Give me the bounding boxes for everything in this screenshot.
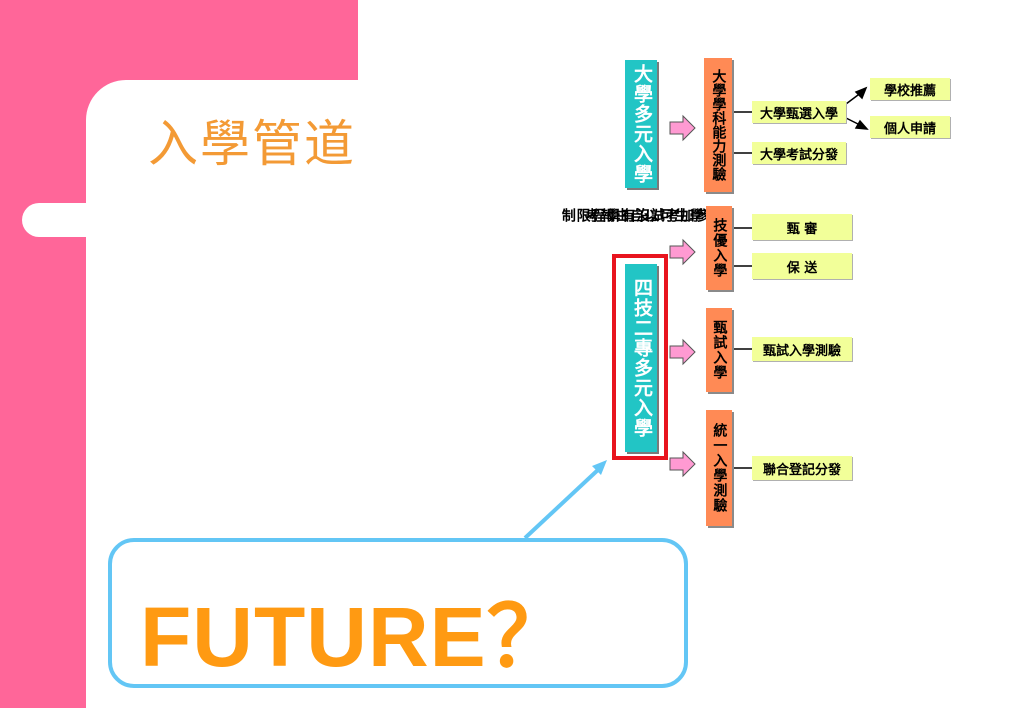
slide-title: 入學管道 [148,115,356,173]
personal-application-box: 個人申請 [870,116,950,138]
exam-entry-test-box: 甄試入學測驗 [752,337,852,361]
eligibility-note-line2: 參加考試沒有學程限制 [559,208,710,222]
exam-entry-label: 甄試入學 [711,320,728,380]
guaranteed-box: 保 送 [752,253,852,279]
university-selection-label: 大學甄選入學 [759,106,838,122]
university-exam-label: 大學考試分發 [759,147,838,163]
exam-entry-test-label: 甄試入學測驗 [762,343,841,359]
university-test-box: 大學學科能力測驗 [704,58,732,192]
joint-registration-box: 聯合登記分發 [752,456,852,480]
screening-label: 甄 審 [786,221,818,237]
joint-registration-label: 聯合登記分發 [762,462,841,478]
arrow-icon [669,450,696,478]
arrow-icon [669,338,696,366]
arrow-icon [669,238,696,266]
university-path-label: 大學多元入學 [630,64,653,184]
guaranteed-label: 保 送 [786,260,818,276]
university-test-label: 大學學科能力測驗 [710,69,727,181]
arrow-icon [669,114,696,142]
school-recommendation-label: 學校推薦 [883,83,936,99]
screening-box: 甄 審 [752,214,852,240]
future-callout-text: FUTURE？ [140,590,572,684]
tech-path-label: 四技二專多元入學 [630,278,653,438]
unified-test-box: 統一入學測驗 [706,410,732,526]
decorative-pill [22,203,112,237]
unified-test-label: 統一入學測驗 [711,423,728,513]
exam-entry-box: 甄試入學 [706,308,732,392]
personal-application-label: 個人申請 [883,121,936,137]
school-recommendation-box: 學校推薦 [870,78,950,100]
university-exam-box: 大學考試分發 [752,142,846,164]
tech-excellence-box: 技優入學 [706,206,732,290]
tech-path-box: 四技二專多元入學 [625,264,657,452]
tech-excellence-label: 技優入學 [711,218,728,278]
highlight-frame [612,254,668,460]
university-path-box: 大學多元入學 [625,60,657,188]
future-callout-box [108,538,688,688]
university-selection-box: 大學甄選入學 [752,101,846,123]
